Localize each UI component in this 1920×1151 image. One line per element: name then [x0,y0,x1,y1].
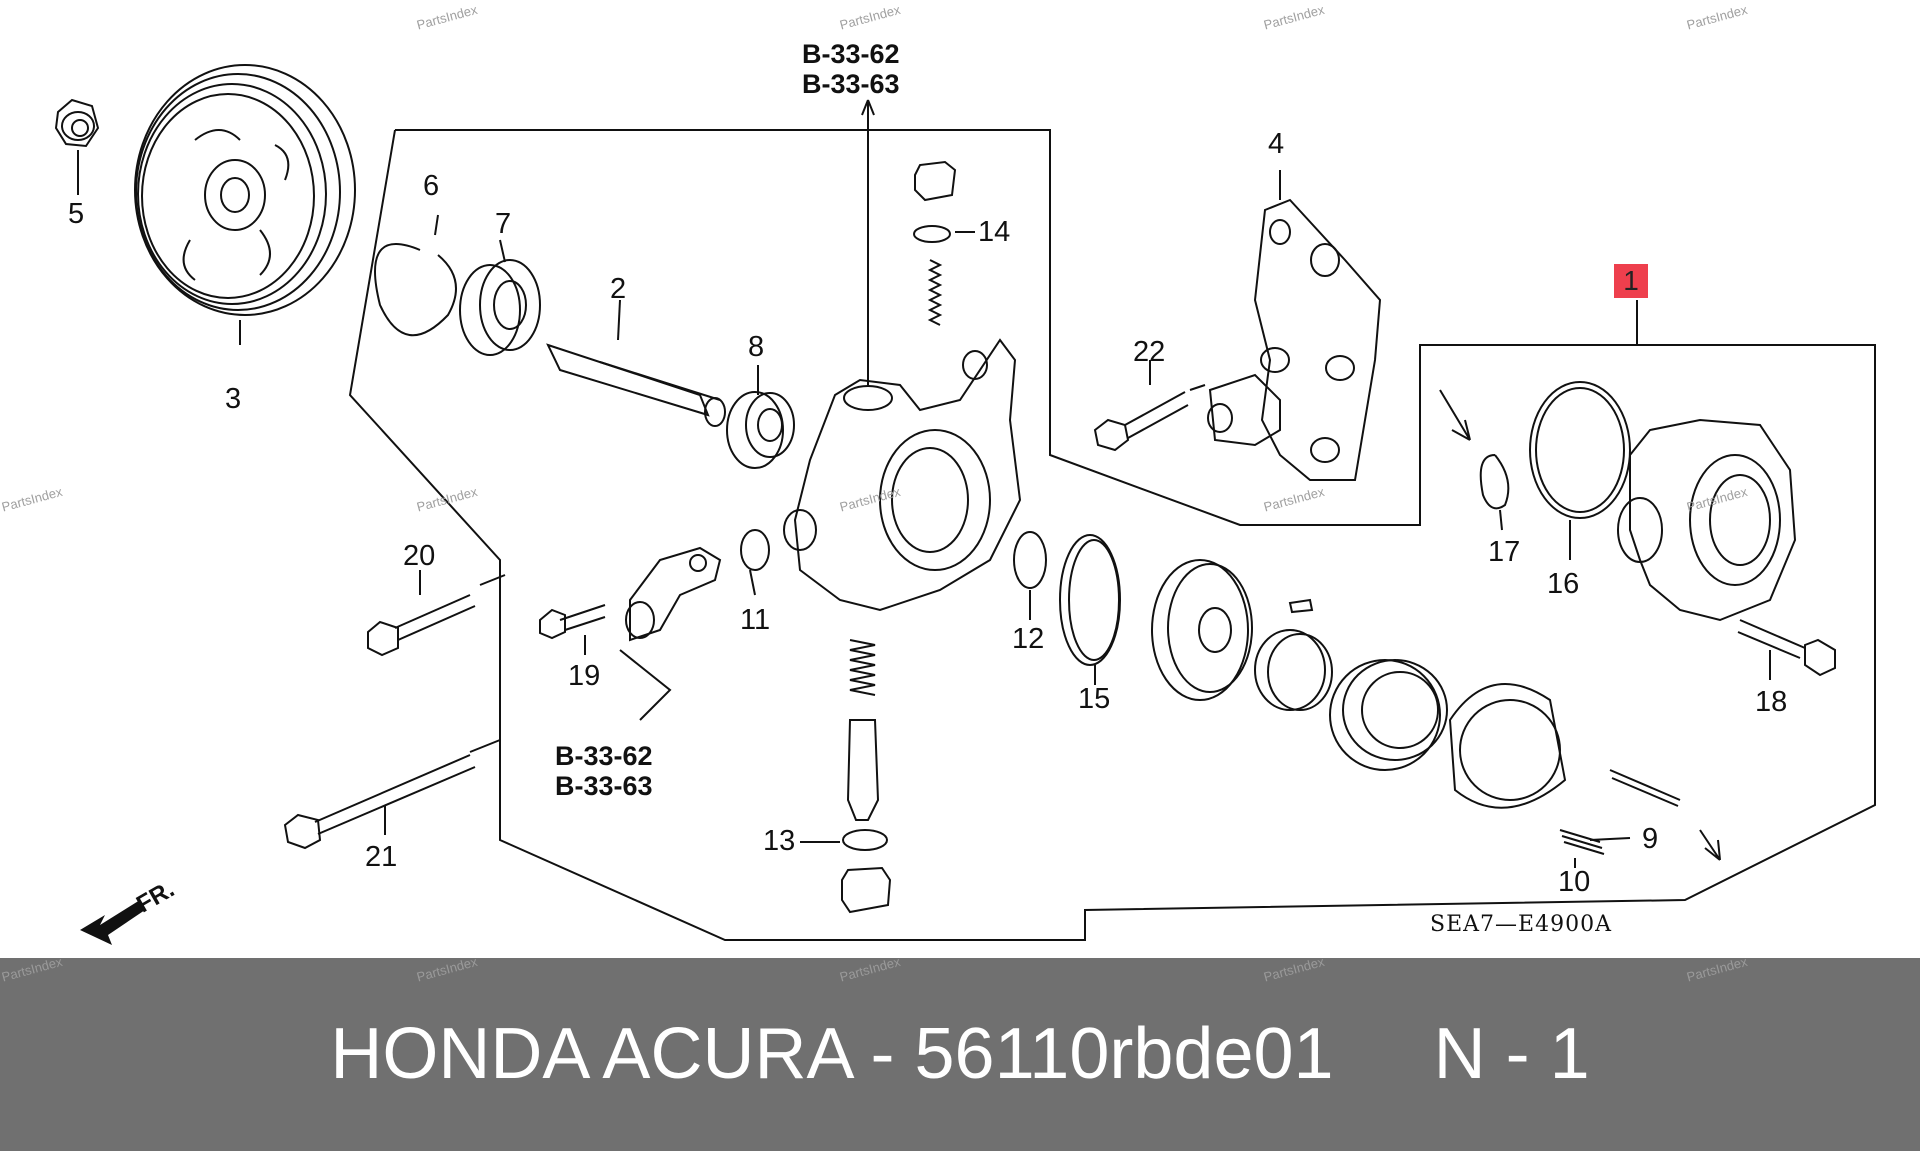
ref-code-bottom-line1: B-33-62 [555,741,653,771]
snap-ring-drawing [374,214,457,337]
callout-7[interactable]: 7 [495,208,512,240]
bolt-20-drawing [367,570,506,657]
ref-code-bottom: B-33-62 B-33-63 [555,741,653,801]
rear-cover-drawing [1617,418,1797,622]
pump-body-drawing [783,100,1022,612]
nut-drawing [54,98,100,195]
valve-drawing [800,639,892,914]
bolt-18-drawing [1737,619,1836,680]
shaft-drawing [546,299,726,427]
callout-17[interactable]: 17 [1488,536,1521,568]
callout-19[interactable]: 19 [568,660,601,692]
callout-1[interactable]: 1 [1614,264,1648,298]
callout-13[interactable]: 13 [763,825,796,857]
callout-22[interactable]: 22 [1133,336,1166,368]
footer-title: HONDA ACURA - 56110rbde01 N - 1 [0,958,1920,1151]
callout-9[interactable]: 9 [1642,823,1659,855]
bolt-19-drawing [539,604,606,655]
ref-code-top: B-33-62 B-33-63 [802,39,900,99]
footer-brand: HONDA ACURA [330,1014,851,1094]
ref-code-bottom-line2: B-33-63 [555,770,653,801]
callout-12[interactable]: 12 [1012,623,1045,655]
parts-diagram: PartsIndex PartsIndex PartsIndex PartsIn… [0,1,1876,945]
callout-11[interactable]: 11 [740,604,771,636]
front-arrow-drawing [80,900,145,945]
thrust-plate-drawing [1448,683,1567,809]
callout-8[interactable]: 8 [748,331,765,363]
callout-10[interactable]: 10 [1558,866,1591,898]
callout-5[interactable]: 5 [68,198,85,230]
plug-14-drawing [913,160,975,326]
pulley-drawing [134,64,356,345]
footer-part-number: 56110rbde01 [914,1014,1334,1094]
callout-14[interactable]: 14 [978,216,1011,248]
callout-6[interactable]: 6 [423,170,440,202]
callout-4[interactable]: 4 [1268,128,1285,160]
bolt-21-drawing [283,739,501,850]
bracket-drawing [1207,170,1382,481]
cam-ring-drawing [1329,659,1448,771]
footer-bar: PartsIndex PartsIndex PartsIndex PartsIn… [0,954,1920,1151]
pins-drawing [1559,769,1681,868]
assembly-outline [348,129,1876,941]
callout-21[interactable]: 21 [365,841,398,873]
footer-separator: - [870,1014,895,1094]
callout-16[interactable]: 16 [1547,568,1580,600]
ref-code-top-line1: B-33-62 [802,39,900,69]
fitting-drawing [619,546,722,721]
ref-code-top-line2: B-33-63 [802,68,900,99]
gasket-drawing [1479,381,1631,560]
callout-18[interactable]: 18 [1755,686,1788,718]
bearing-7-drawing [459,239,541,356]
o-rings-drawing [740,529,1121,685]
diagram-drawing [54,64,1876,945]
callout-2[interactable]: 2 [610,273,627,305]
callout-20[interactable]: 20 [403,540,436,572]
footer-position: N - 1 [1433,1014,1590,1094]
rotor-drawing [1254,598,1333,711]
diagram-code: SEA7—E4900A [1430,912,1612,937]
callout-3[interactable]: 3 [225,383,242,415]
pressure-plate-drawing [1151,559,1253,701]
bolt-22-drawing [1093,360,1206,452]
bearing-8-drawing [726,365,795,469]
callout-15[interactable]: 15 [1078,683,1111,715]
